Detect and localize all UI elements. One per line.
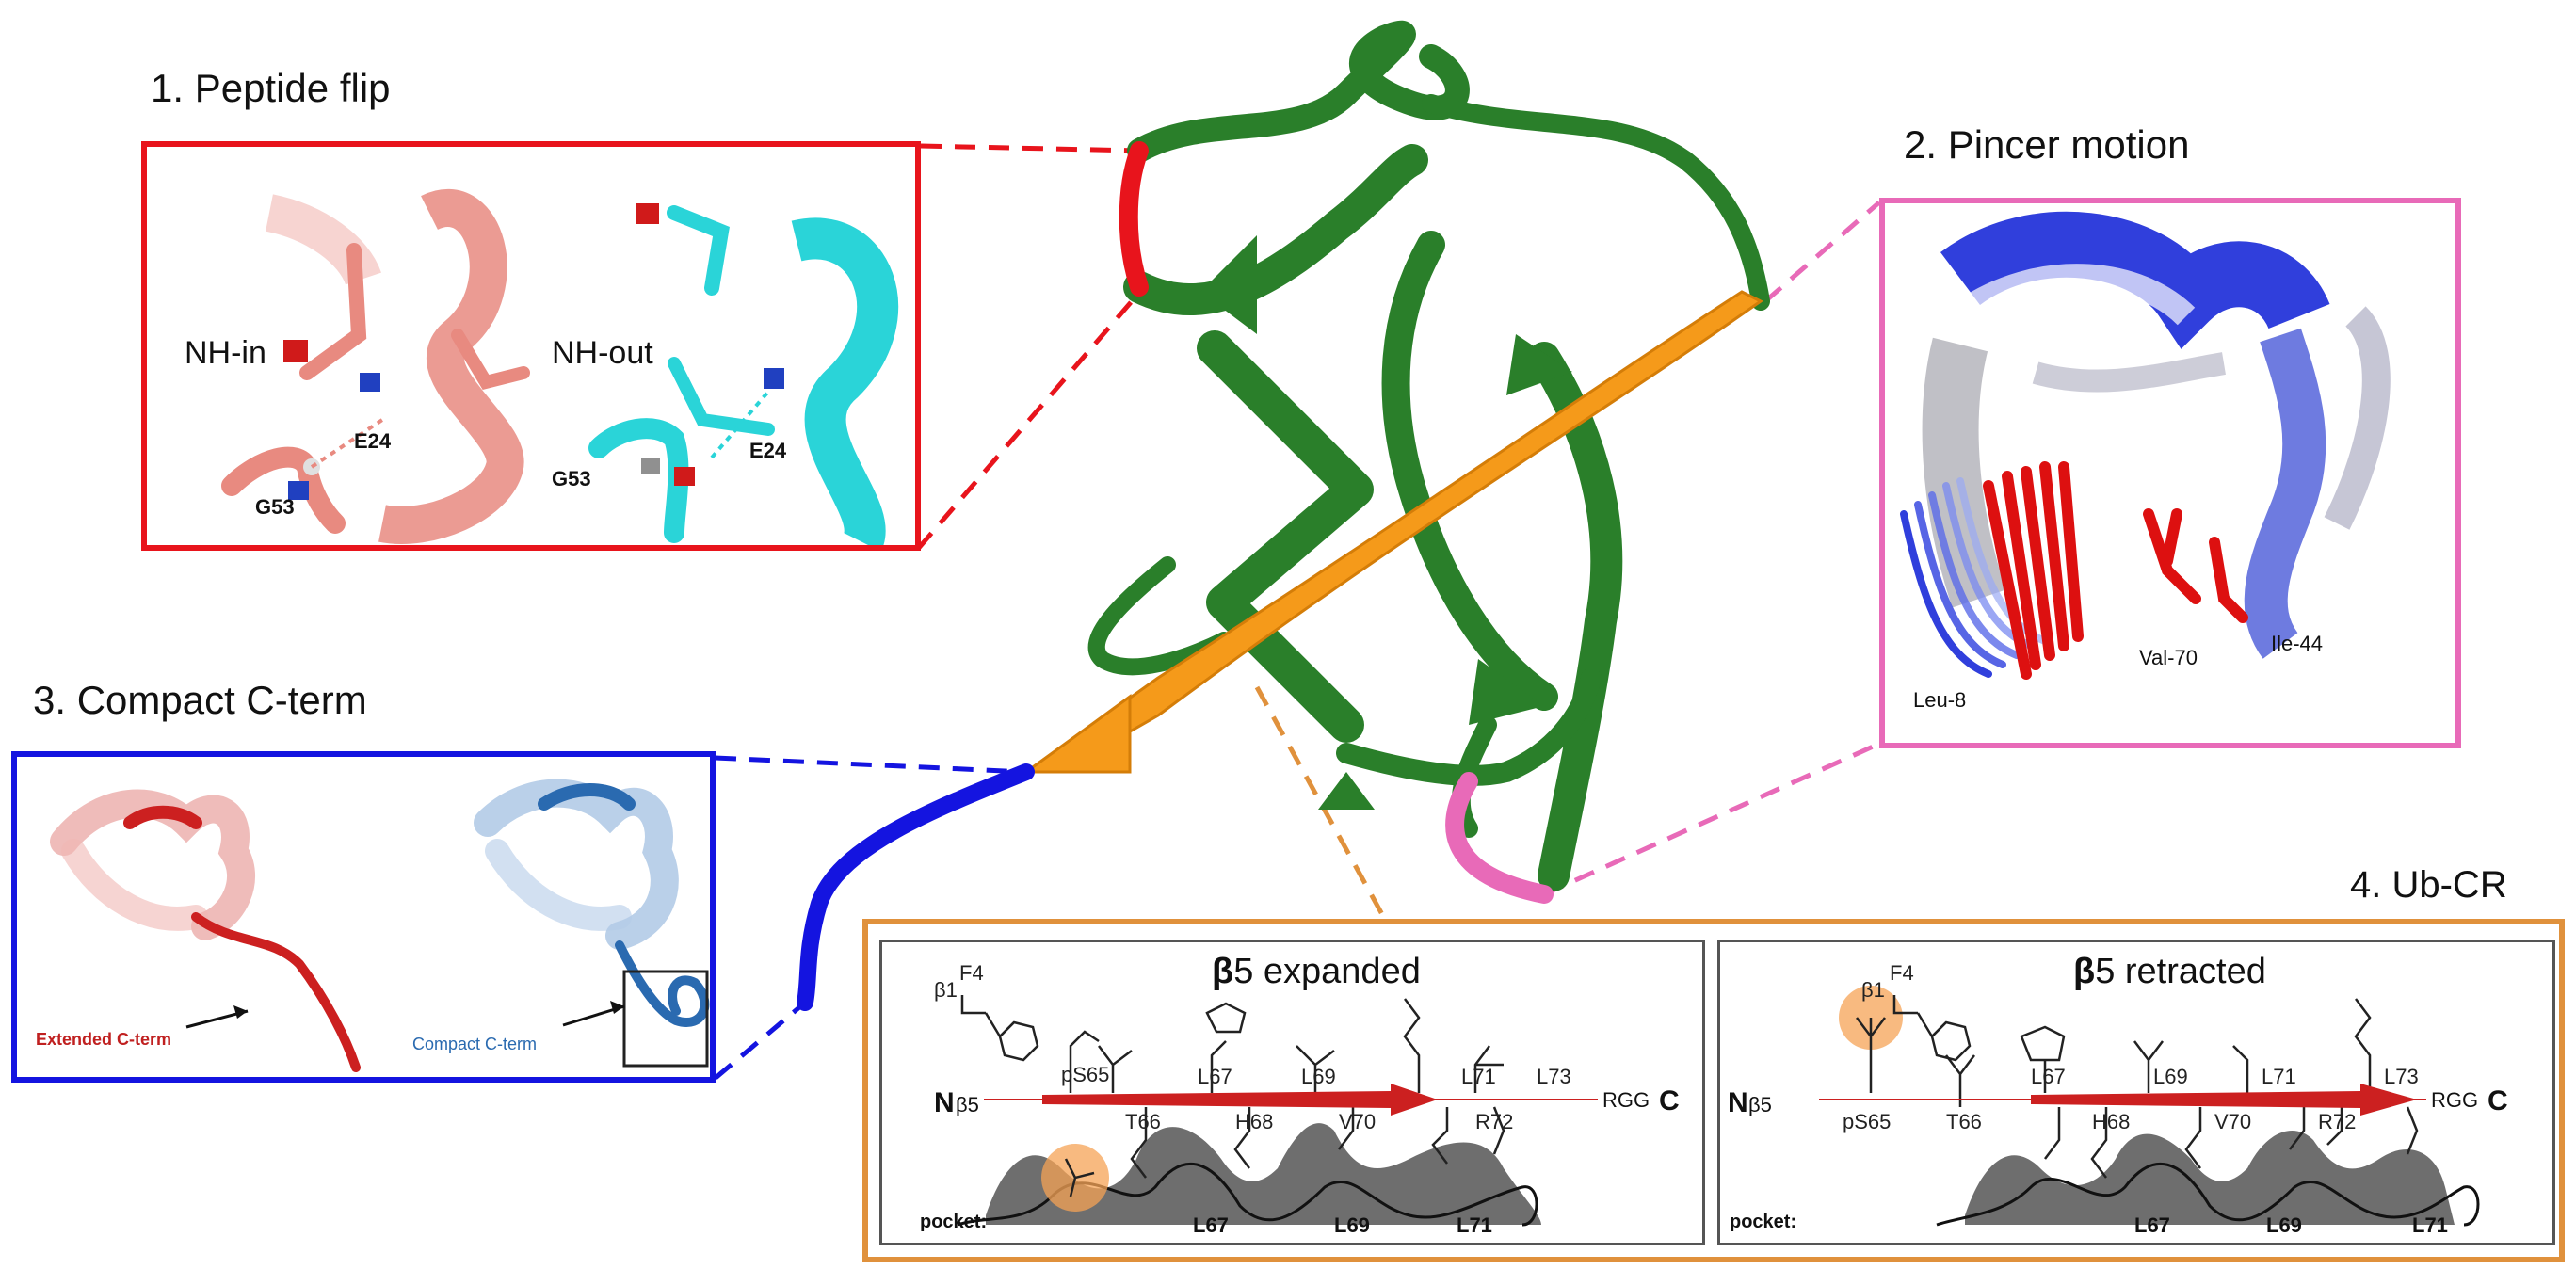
val-70-label: Val-70 [2139,646,2198,669]
exp-pocket-l67: L67 [1193,1213,1229,1237]
connector-lines [714,143,1881,1080]
ret-strand-rgg: RGG [2431,1088,2478,1112]
ret-f4: F4 [1890,961,1914,985]
exp-beta1: β1 [934,978,958,1002]
exp-pocket-l69: L69 [1334,1213,1370,1237]
beta5-expanded-diagram: β1 F4 pS65 L67 L69 L71 L73 T66 H68 V70 R… [920,961,1680,1237]
compact-cterm-panel: Extended C-term Compact C-term [11,751,716,1083]
compact-cterm-highlight-box [622,970,709,1068]
beta5-strand [1022,290,1763,774]
pincer-segment [1445,772,1554,904]
retracted-strand-arrow [2031,1084,2417,1116]
pincer-motion-illustration [1900,211,2391,680]
ile-44-label: Ile-44 [2271,632,2324,655]
exp-ps65: pS65 [1061,1063,1109,1086]
expanded-sidechains [960,995,1505,1197]
ret-l71: L71 [2262,1065,2296,1088]
ret-t66: T66 [1946,1110,1982,1133]
heading-text: 5 expanded [1233,952,1421,991]
beta5-retracted-panel: β1 F4 L67 L69 L71 L73 pS65 T66 H68 V70 R… [1717,940,2555,1245]
beta5-expanded-heading: β5 expanded [1212,952,1421,992]
peptide-flip-segment [1119,141,1149,297]
peptide-flip-title: 1. Peptide flip [151,66,391,110]
nh-out-label: NH-out [552,335,653,371]
ret-pocket-l71: L71 [2412,1213,2448,1237]
ret-strand-beta5: β5 [1748,1093,1772,1116]
pincer-motion-title: 2. Pincer motion [1904,122,2190,167]
exp-t66: T66 [1125,1110,1161,1133]
beta5-retracted-diagram: β1 F4 L67 L69 L71 L73 pS65 T66 H68 V70 R… [1728,961,2508,1237]
beta5-retracted-heading: β5 retracted [2073,952,2266,992]
ret-l67: L67 [2031,1065,2066,1088]
compact-cterm-structure [474,779,710,1027]
protein-ribbon [1087,20,1770,891]
beta5-expanded-panel: β1 F4 pS65 L67 L69 L71 L73 T66 H68 V70 R… [879,940,1705,1245]
ub-cr-panel: β1 F4 pS65 L67 L69 L71 L73 T66 H68 V70 R… [862,919,2565,1262]
exp-strand-rgg: RGG [1602,1088,1650,1112]
nh-in-label: NH-in [185,335,266,371]
ret-l69: L69 [2153,1065,2188,1088]
c-terminus-tail [797,763,1035,1011]
exp-v70: V70 [1339,1110,1376,1133]
residue-e24-left: E24 [354,429,392,453]
exp-pocket-label: pocket: [920,1212,987,1232]
exp-pocket-l71: L71 [1457,1213,1492,1237]
ub-cr-title: 4. Ub-CR [2350,864,2507,906]
pincer-motion-panel: Leu-8 Val-70 Ile-44 [1879,198,2461,748]
leu-8-label: Leu-8 [1913,688,1967,712]
ret-pocket-l69: L69 [2266,1213,2302,1237]
ret-strand-n: N [1728,1087,1748,1118]
retracted-sidechains [1856,995,2419,1179]
beta-symbol: β [1212,952,1234,991]
residue-g53-left: G53 [255,495,295,519]
exp-l69: L69 [1301,1065,1336,1088]
ret-pocket-l67: L67 [2134,1213,2170,1237]
exp-h68: H68 [1235,1110,1273,1133]
ret-beta1: β1 [1861,978,1885,1002]
retracted-pocket [1936,1131,2480,1227]
ret-v70: V70 [2214,1110,2251,1133]
compact-cterm-label: Compact C-term [412,1035,538,1053]
compact-cterm-title: 3. Compact C-term [33,678,367,722]
exp-l73: L73 [1537,1065,1571,1088]
ret-strand-c: C [2487,1085,2508,1116]
red-sidechains [1983,461,2248,680]
ret-h68: H68 [2092,1110,2130,1133]
exp-l71: L71 [1461,1065,1496,1088]
compact-cterm-illustration [50,779,710,1072]
heading-text: 5 retracted [2095,952,2266,991]
exp-r72: R72 [1475,1110,1513,1133]
residue-e24-right: E24 [749,439,787,462]
ret-r72: R72 [2318,1110,2356,1133]
exp-f4: F4 [959,961,984,985]
extended-cterm-structure [50,789,361,1072]
exp-strand-beta5: β5 [956,1093,979,1116]
residue-g53-right: G53 [552,467,591,490]
exp-strand-c: C [1659,1085,1680,1116]
ret-pocket-label: pocket: [1730,1212,1796,1232]
peptide-flip-illustration [221,189,898,545]
beta-symbol: β [2073,952,2096,991]
extended-cterm-label: Extended C-term [36,1030,172,1049]
expanded-strand-arrow [1042,1084,1438,1116]
ret-ps65: pS65 [1843,1110,1891,1133]
peptide-flip-panel: NH-in NH-out E24 G53 G53 E24 [141,141,921,551]
ret-l73: L73 [2384,1065,2419,1088]
exp-strand-n: N [934,1087,955,1118]
exp-l67: L67 [1198,1065,1232,1088]
